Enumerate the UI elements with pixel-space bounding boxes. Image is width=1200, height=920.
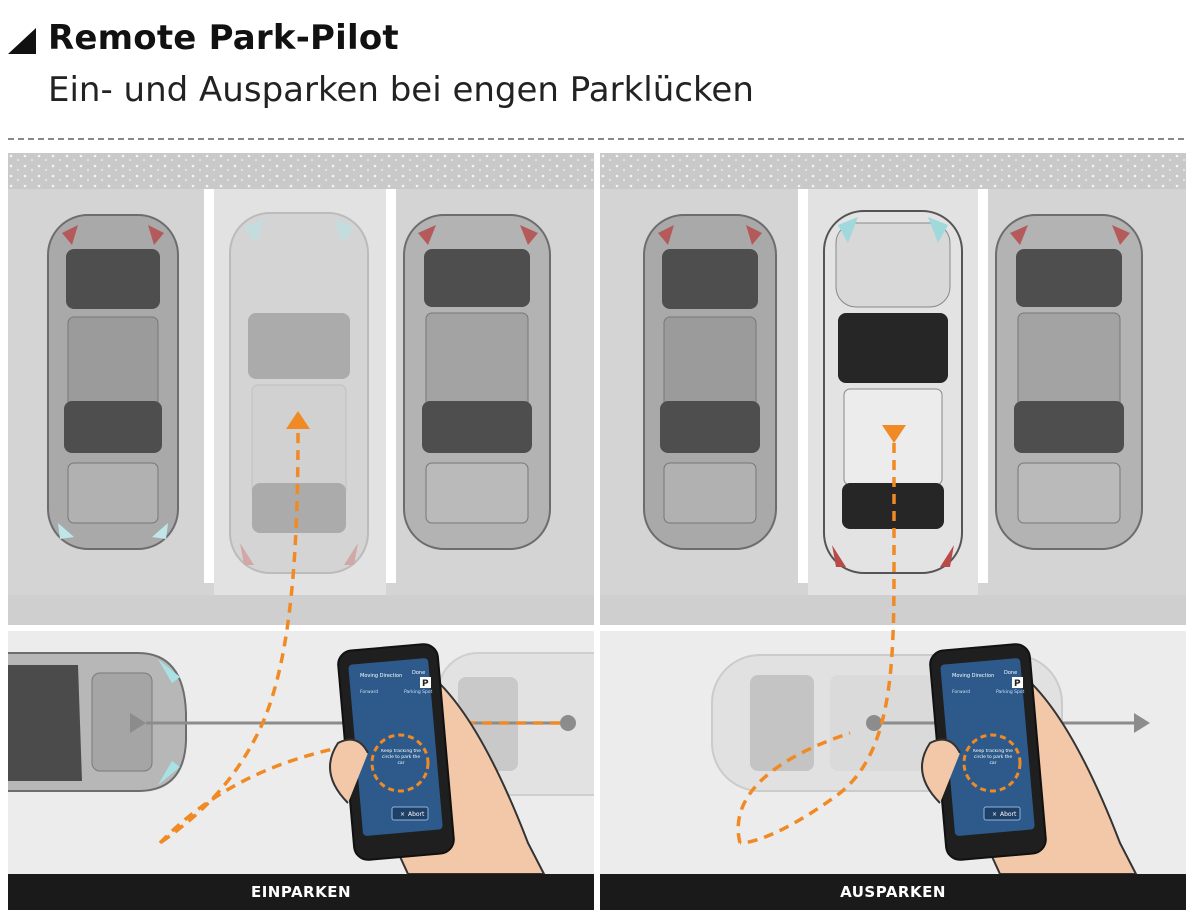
car-icon (403, 214, 551, 550)
abort-button[interactable] (983, 806, 1021, 821)
abort-button[interactable] (391, 806, 429, 821)
panel-ausparken: Moving Direction Done P Forward Parking … (600, 153, 1186, 910)
parking-trajectory (736, 425, 906, 845)
triangle-marker-icon (8, 28, 36, 54)
phone-row2-right: Parking Spot (996, 689, 1025, 695)
phone-hint: Keep tracking the circle to park the car (973, 749, 1013, 766)
smartphone-icon (329, 643, 546, 875)
phone-top-left: Moving Direction (360, 673, 402, 679)
parking-line (386, 189, 396, 583)
curb (8, 595, 594, 625)
parking-line (204, 189, 214, 583)
close-icon: × (992, 811, 997, 818)
car-icon (823, 210, 963, 574)
caption-ausparken: AUSPARKEN (600, 874, 1186, 910)
parking-badge: P (1014, 679, 1021, 689)
phone-row2-left: Forward (952, 689, 970, 695)
phone-top-left: Moving Direction (952, 673, 994, 679)
parking-line (798, 189, 808, 583)
abort-label: Abort (1000, 811, 1017, 818)
phone-row2-right: Parking Spot (404, 689, 433, 695)
car-icon (995, 214, 1143, 550)
car-icon (229, 212, 369, 574)
phone-top-right: Done (1004, 670, 1017, 676)
divider (8, 138, 1184, 140)
phone-row2-left: Forward (360, 689, 378, 695)
phone-hint: Keep tracking the circle to park the car (381, 749, 421, 766)
parking-line (978, 189, 988, 583)
smartphone-icon (921, 643, 1138, 875)
car-icon (8, 652, 187, 792)
panel-einparken: Moving Direction Done P Forward Parking … (8, 153, 594, 910)
arrow-icon (286, 411, 310, 429)
close-icon: × (400, 811, 405, 818)
header: Remote Park-Pilot Ein- und Ausparken bei… (0, 0, 1200, 130)
page-subtitle: Ein- und Ausparken bei engen Parklücken (48, 70, 754, 110)
caption-einparken: EINPARKEN (8, 874, 594, 910)
car-icon (643, 214, 777, 550)
phone-top-right: Done (412, 670, 425, 676)
page-title: Remote Park-Pilot (48, 18, 399, 58)
abort-label: Abort (408, 811, 425, 818)
car-icon (47, 214, 179, 550)
parking-badge: P (422, 679, 429, 689)
arrow-icon (882, 425, 906, 443)
